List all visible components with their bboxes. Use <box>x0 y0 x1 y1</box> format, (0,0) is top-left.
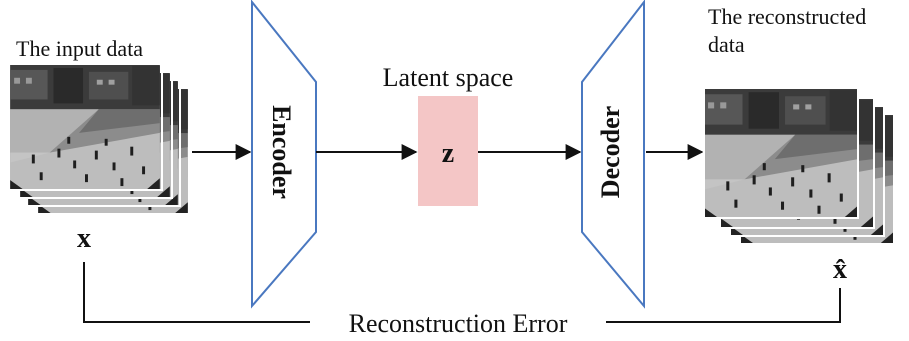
decoder-block <box>581 0 645 309</box>
encoder-label: Encoder <box>267 105 296 199</box>
latent-vector-block <box>418 96 478 206</box>
output-data-title-line2: data <box>708 32 745 57</box>
decoder-label: Decoder <box>596 106 625 198</box>
output-data-title-line1: The reconstructed <box>708 4 866 29</box>
input-frame <box>7 63 163 191</box>
encoder-block <box>251 0 317 309</box>
error-bracket-left <box>83 262 310 323</box>
output-frame <box>703 87 859 219</box>
output-symbol: x̂ <box>833 254 847 285</box>
input-data-title: The input data <box>16 36 143 61</box>
latent-space-title: Latent space <box>383 63 514 92</box>
reconstruction-error-label: Reconstruction Error <box>349 309 568 338</box>
input-symbol: x <box>77 223 91 254</box>
error-bracket-right <box>606 288 841 323</box>
output-frame-stack <box>703 87 895 245</box>
latent-symbol: z <box>442 138 454 169</box>
input-frame-stack <box>7 63 191 215</box>
